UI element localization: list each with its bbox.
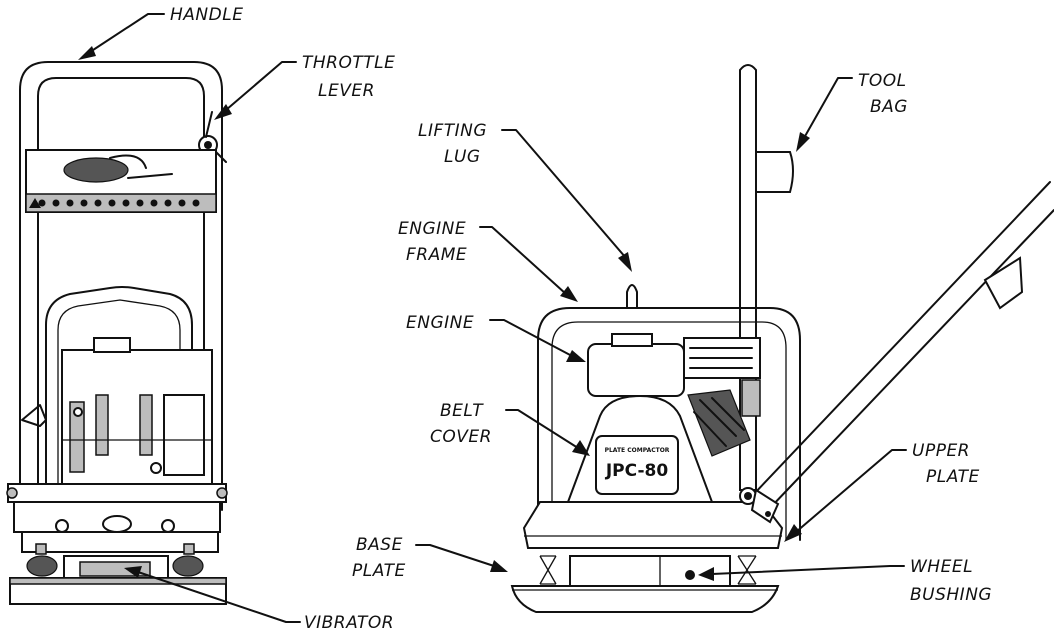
label-throttle-lever-line2: LEVER — [318, 81, 375, 101]
side-engine — [587, 333, 761, 457]
side-view: PLATE COMPACTOR JPC-80 — [510, 64, 1054, 613]
front-vibrator — [63, 555, 169, 579]
label-tool-bag-line1: TOOL — [858, 71, 907, 91]
logo-panel — [25, 149, 217, 213]
label-belt-cover-line2: COVER — [430, 427, 492, 447]
label-base-plate-line2: PLATE — [352, 561, 406, 581]
label-upper-plate-line1: UPPER — [912, 441, 970, 461]
label-wheel-bushing-line1: WHEEL — [910, 557, 973, 577]
callout-labels: HANDLE THROTTLE LEVER TOOL BAG LIFTING L… — [170, 5, 992, 633]
label-handle: HANDLE — [170, 5, 243, 25]
callout-leaders — [78, 13, 907, 623]
plate-compactor-caption: PLATE COMPACTOR — [605, 447, 670, 454]
side-base-plate — [510, 585, 780, 613]
side-diagonal-handle — [751, 181, 1054, 509]
wheel-bushing — [685, 570, 695, 580]
label-tool-bag-line2: BAG — [870, 97, 908, 117]
label-engine: ENGINE — [406, 313, 474, 333]
label-throttle-lever-line1: THROTTLE — [302, 53, 395, 73]
label-vibrator: VIBRATOR — [304, 613, 394, 633]
upper-plate — [522, 501, 784, 549]
label-engine-frame-line1: ENGINE — [398, 219, 466, 239]
model-label: JPC-80 — [605, 461, 669, 481]
label-lifting-lug-line2: LUG — [444, 147, 481, 167]
label-engine-frame-line2: FRAME — [406, 245, 467, 265]
label-upper-plate-line2: PLATE — [926, 467, 980, 487]
lifting-lug — [626, 284, 638, 309]
front-engine — [21, 337, 213, 486]
front-handle — [19, 61, 223, 511]
label-wheel-bushing-line2: BUSHING — [910, 585, 992, 605]
front-engine-frame — [45, 286, 193, 531]
tool-bag — [755, 151, 794, 193]
label-base-plate-line1: BASE — [356, 535, 403, 555]
front-view — [6, 61, 228, 605]
label-belt-cover-line1: BELT — [440, 401, 484, 421]
label-lifting-lug-line1: LIFTING — [418, 121, 487, 141]
side-engine-frame — [537, 307, 801, 541]
belt-cover: PLATE COMPACTOR JPC-80 — [566, 394, 714, 503]
